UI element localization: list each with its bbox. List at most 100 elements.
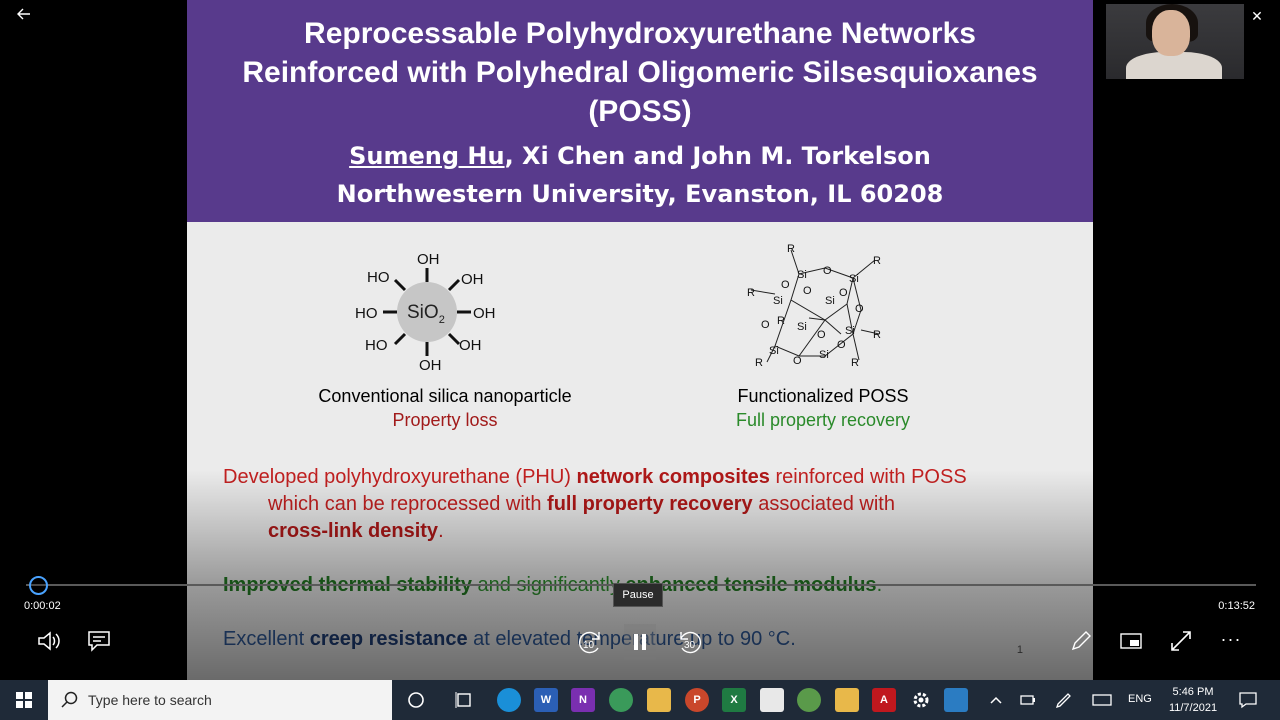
caption-silica: Conventional silica nanoparticle Propert… [285,384,605,432]
svg-text:Si: Si [845,325,855,337]
powerpoint-icon[interactable]: P [685,688,709,712]
settings-gear-icon[interactable] [909,688,933,712]
skip-back-10-button[interactable]: 10 [575,628,605,658]
caption-poss: Functionalized POSS Full property recove… [663,384,983,432]
search-placeholder: Type here to search [88,692,212,708]
svg-text:O: O [837,339,846,351]
svg-text:OH: OH [419,357,442,374]
task-view-icon[interactable] [452,688,476,712]
keyboard-icon[interactable] [1090,688,1114,712]
pause-button[interactable] [624,624,656,660]
caption-silica-name: Conventional silica nanoparticle [318,386,572,406]
video-player-icon[interactable] [944,688,968,712]
svg-text:OH: OH [417,251,440,268]
slide-page-number: 1 [1016,644,1023,656]
silica-nanoparticle-diagram: SiO2 OH HO OH HO OH HO OH OH [355,251,496,374]
caption-poss-name: Functionalized POSS [737,386,909,406]
windows-taskbar: Type here to search W N P X A ENG 5:46 P… [0,680,1280,720]
language-indicator[interactable]: ENG [1128,693,1152,705]
svg-text:R: R [851,357,859,369]
mini-view-icon[interactable] [1118,628,1144,654]
captions-icon[interactable] [86,628,112,654]
svg-text:R: R [747,287,755,299]
svg-text:R: R [755,357,763,369]
chrome-icon[interactable] [609,688,633,712]
svg-text:Si: Si [797,321,807,333]
file-explorer-icon[interactable] [647,688,671,712]
svg-text:O: O [817,329,826,341]
acrobat-icon[interactable]: A [872,688,896,712]
folder-icon[interactable] [835,688,859,712]
svg-text:30: 30 [684,640,696,651]
time-total: 0:13:52 [1218,600,1255,612]
svg-text:O: O [855,303,864,315]
notepad-icon[interactable] [760,688,784,712]
svg-text:R: R [787,243,795,255]
svg-text:Si: Si [819,349,829,361]
svg-text:R: R [777,315,785,327]
clock-date: 11/7/2021 [1168,702,1218,714]
svg-text:Si: Si [769,345,779,357]
svg-text:OH: OH [459,337,482,354]
caption-silica-status: Property loss [392,410,498,430]
svg-text:O: O [823,265,832,277]
svg-text:OH: OH [473,305,496,322]
back-arrow-icon[interactable] [12,6,36,26]
svg-text:R: R [873,329,881,341]
svg-text:HO: HO [367,269,390,286]
svg-text:Si: Si [773,295,783,307]
svg-text:Si: Si [797,269,807,281]
more-options-button[interactable]: ··· [1220,629,1242,649]
authors-line: Sumeng Hu, Xi Chen and John M. Torkelson [187,140,1093,172]
svg-text:HO: HO [365,337,388,354]
svg-text:O: O [761,319,770,331]
webcam-thumbnail [1106,4,1244,79]
system-clock[interactable]: 5:46 PM 11/7/2021 [1160,684,1226,716]
svg-text:OH: OH [461,271,484,288]
slide-title: Reprocessable Polyhydroxyurethane Networ… [187,14,1093,131]
title-line-3: (POSS) [588,95,692,128]
paint-icon[interactable] [797,688,821,712]
onenote-icon[interactable]: N [571,688,595,712]
excel-icon[interactable]: X [722,688,746,712]
windows-start-icon[interactable] [0,680,48,720]
chevron-up-icon[interactable] [984,688,1008,712]
edit-pencil-icon[interactable] [1068,628,1094,654]
close-button[interactable]: ✕ [1251,8,1263,24]
svg-text:HO: HO [355,305,378,322]
taskbar-search-input[interactable]: Type here to search [48,680,392,720]
notifications-icon[interactable] [1236,688,1260,712]
bullet-1: Developed polyhydroxyurethane (PHU) netw… [223,466,967,542]
svg-text:R: R [873,255,881,267]
cortana-icon[interactable] [404,688,428,712]
slide-header: Reprocessable Polyhydroxyurethane Networ… [187,0,1093,222]
battery-icon[interactable] [1016,688,1040,712]
svg-text:Si: Si [849,273,859,285]
pause-tooltip: Pause [613,583,663,607]
edge-browser-icon[interactable] [497,688,521,712]
fullscreen-icon[interactable] [1168,628,1194,654]
svg-text:O: O [803,285,812,297]
svg-text:SiO2: SiO2 [407,302,445,326]
poss-cage-diagram: R R R R R R R Si Si Si Si Si Si Si Si O … [747,243,881,369]
skip-forward-30-button[interactable]: 30 [675,628,705,658]
clock-time: 5:46 PM [1172,686,1214,698]
volume-icon[interactable] [36,628,62,654]
svg-text:O: O [839,287,848,299]
svg-text:Si: Si [825,295,835,307]
time-elapsed: 0:00:02 [24,600,61,612]
word-icon[interactable]: W [534,688,558,712]
other-authors: , Xi Chen and John M. Torkelson [504,142,931,170]
presentation-slide: Reprocessable Polyhydroxyurethane Networ… [187,0,1093,680]
affiliation: Northwestern University, Evanston, IL 60… [336,180,944,208]
svg-text:O: O [793,355,802,367]
pen-icon[interactable] [1052,688,1076,712]
svg-text:10: 10 [583,640,595,651]
search-icon [61,691,78,708]
title-line-2: Reinforced with Polyhedral Oligomeric Si… [242,56,1038,89]
caption-poss-status: Full property recovery [735,410,911,430]
svg-text:O: O [781,279,790,291]
first-author: Sumeng Hu [349,142,505,170]
seek-thumb[interactable] [29,576,49,595]
